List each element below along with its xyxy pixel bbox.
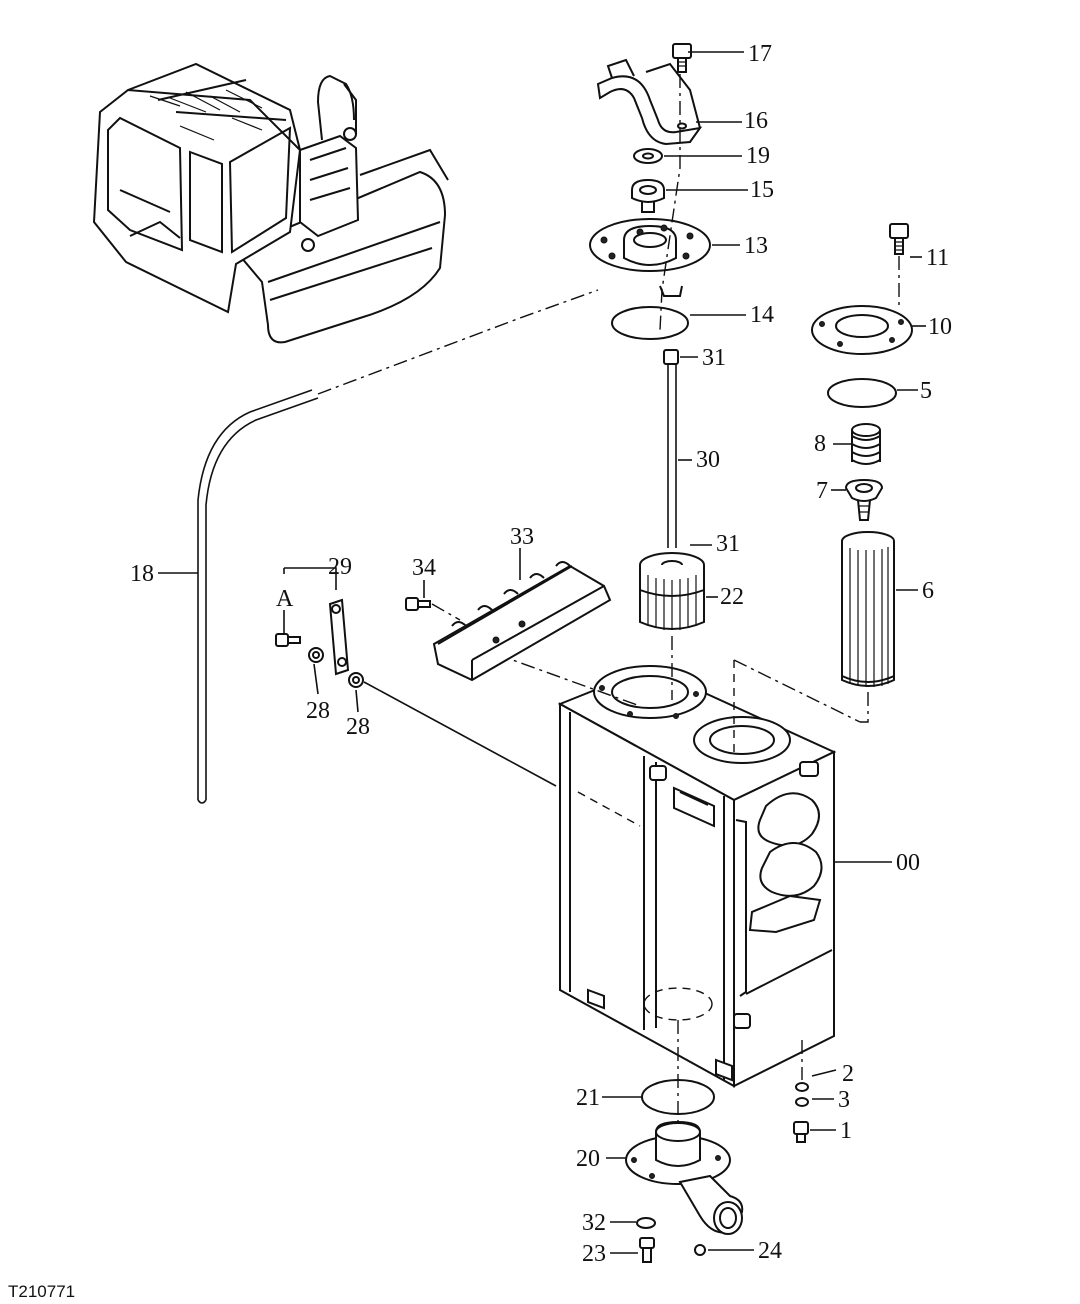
callout-20: 20 [576, 1146, 600, 1172]
callout-17: 17 [748, 41, 772, 67]
callout-24: 24 [758, 1238, 782, 1264]
callout-8: 8 [814, 431, 826, 457]
cover-10 [811, 305, 913, 355]
bracket-16 [596, 58, 703, 146]
bolt-34 [405, 597, 431, 611]
excavator-location-view [92, 62, 449, 344]
o-ring-5 [827, 378, 897, 408]
rod-30 [663, 349, 679, 548]
bolt-17 [672, 43, 692, 73]
callout-30: 30 [696, 447, 720, 473]
hose-18 [197, 289, 599, 804]
callout-10: 10 [928, 314, 952, 340]
cap-15 [631, 178, 665, 213]
washer-32 [636, 1217, 656, 1229]
callout-34: 34 [412, 555, 436, 581]
valve-7 [844, 478, 884, 521]
callout-28-left: 28 [306, 698, 330, 724]
callout-19: 19 [746, 143, 770, 169]
callout-7: 7 [816, 478, 828, 504]
nut-28-left [308, 647, 324, 663]
callout-29: 29 [328, 554, 352, 580]
view-a-bolt [275, 633, 301, 647]
washer-19 [633, 148, 663, 164]
suction-flange-20 [625, 1120, 744, 1235]
spring-8 [851, 423, 881, 465]
callout-31-top: 31 [702, 345, 726, 371]
callout-13: 13 [744, 233, 768, 259]
callout-11: 11 [926, 245, 949, 271]
callout-28-right: 28 [346, 714, 370, 740]
bolt-23 [639, 1237, 655, 1263]
callout-14: 14 [750, 302, 774, 328]
filter-element-22 [639, 552, 705, 630]
leader-lines [158, 51, 926, 1254]
bolt-1 [793, 1121, 809, 1143]
strap-29 [328, 598, 350, 676]
callout-1: 1 [840, 1118, 852, 1144]
bracket-33 [432, 561, 612, 682]
callout-33: 33 [510, 524, 534, 550]
callout-32: 32 [582, 1210, 606, 1236]
washer-2 [795, 1082, 809, 1092]
callout-31-bottom: 31 [716, 531, 740, 557]
callout-labels: 17 16 19 15 13 14 11 10 5 31 30 8 7 31 2… [130, 41, 952, 1267]
callout-16: 16 [744, 108, 768, 134]
callout-23: 23 [582, 1241, 606, 1267]
callout-6: 6 [922, 578, 934, 604]
callout-22: 22 [720, 584, 744, 610]
callout-5: 5 [920, 378, 932, 404]
callout-21: 21 [576, 1085, 600, 1111]
callout-15: 15 [750, 177, 774, 203]
callout-3: 3 [838, 1087, 850, 1113]
plug-24 [694, 1244, 706, 1256]
o-ring-14 [611, 306, 689, 340]
figure-code: T210771 [8, 1282, 75, 1301]
nut-28-right [348, 672, 364, 688]
hydraulic-tank-00 [557, 660, 837, 1088]
washer-3 [795, 1097, 809, 1107]
filter-element-6 [841, 531, 895, 687]
cover-13 [589, 218, 711, 297]
view-label-a: A [276, 586, 294, 612]
callout-00: 00 [896, 850, 920, 876]
callout-18: 18 [130, 561, 154, 587]
callout-2: 2 [842, 1061, 854, 1087]
bolt-11 [889, 223, 909, 255]
